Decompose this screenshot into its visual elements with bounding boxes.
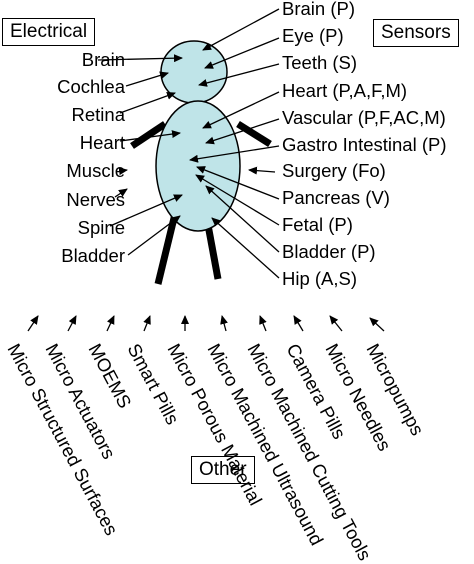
arrow-electrical-cochlea (125, 71, 169, 87)
implant-diagram: Electrical Sensors Other Brain Cochlea R… (2, 0, 459, 564)
arrow-electrical-spine (109, 194, 183, 227)
left-arm (130, 121, 167, 149)
arrow-sensor-pancreas (196, 166, 280, 200)
electrical-item-retina: Retina (71, 104, 125, 125)
arrow-sensor-heart (202, 91, 280, 129)
electrical-item-brain: Brain (81, 49, 125, 70)
sensor-item-bladder: Bladder (P) (282, 241, 376, 262)
arrow-electrical-retina (119, 91, 176, 114)
arrow-sensor-bladder (205, 185, 280, 253)
sensor-item-pancreas: Pancreas (V) (282, 187, 390, 208)
arrow-electrical-heart (119, 130, 181, 142)
left-leg (154, 213, 179, 285)
arrow-other-7 (259, 315, 267, 332)
sensor-item-eye: Eye (P) (282, 25, 344, 46)
sensor-item-hip: Hip (A,S) (282, 268, 358, 289)
right-arm (236, 121, 272, 147)
sensor-item-surgery: Surgery (Fo) (282, 160, 386, 181)
electrical-item-muscle: Muscle (66, 160, 125, 181)
sensor-item-vascular: Vascular (P,F,AC,M) (282, 107, 446, 128)
other-box: Other (191, 456, 255, 484)
arrow-other-1 (27, 315, 39, 332)
electrical-item-bladder: Bladder (61, 245, 125, 266)
arrow-other-2 (67, 315, 77, 332)
arrow-sensor-vascular (205, 118, 280, 145)
arrow-electrical-muscle (118, 167, 128, 176)
arrow-sensor-gastro (189, 145, 280, 163)
arrow-other-3 (106, 315, 115, 332)
arrow-sensor-brain (202, 8, 280, 51)
arrow-sensor-eye (204, 37, 280, 69)
arrow-other-6 (220, 315, 228, 332)
arrow-other-10 (369, 317, 385, 332)
electrical-item-nerves: Nerves (66, 189, 125, 210)
electrical-box: Electrical (2, 18, 96, 46)
sensors-box: Sensors (373, 19, 459, 47)
arrow-other-9 (329, 315, 343, 332)
sensor-item-heart: Heart (P,A,F,M) (282, 80, 408, 101)
arrow-sensor-hip (211, 217, 280, 279)
arrow-electrical-nerves (114, 188, 128, 198)
arrow-electrical-brain (97, 54, 183, 63)
sensor-item-teeth: Teeth (S) (282, 52, 358, 73)
arrow-other-4 (143, 315, 151, 332)
arrow-other-8 (293, 315, 304, 332)
arrow-electrical-bladder (127, 215, 181, 256)
electrical-item-heart: Heart (79, 132, 125, 153)
electrical-item-spine: Spine (77, 217, 125, 238)
arrow-sensor-surgery (248, 166, 276, 175)
sensor-item-gastro-intestinal: Gastro Intestinal (P) (282, 134, 447, 155)
sensor-item-fetal: Fetal (P) (282, 214, 353, 235)
body-figure (27, 8, 385, 332)
electrical-item-cochlea: Cochlea (57, 76, 125, 97)
head (160, 40, 228, 104)
sensor-item-brain: Brain (P) (282, 0, 355, 19)
arrow-sensor-teeth (198, 63, 280, 87)
arrow-sensor-fetal (195, 174, 280, 226)
torso (155, 100, 241, 232)
